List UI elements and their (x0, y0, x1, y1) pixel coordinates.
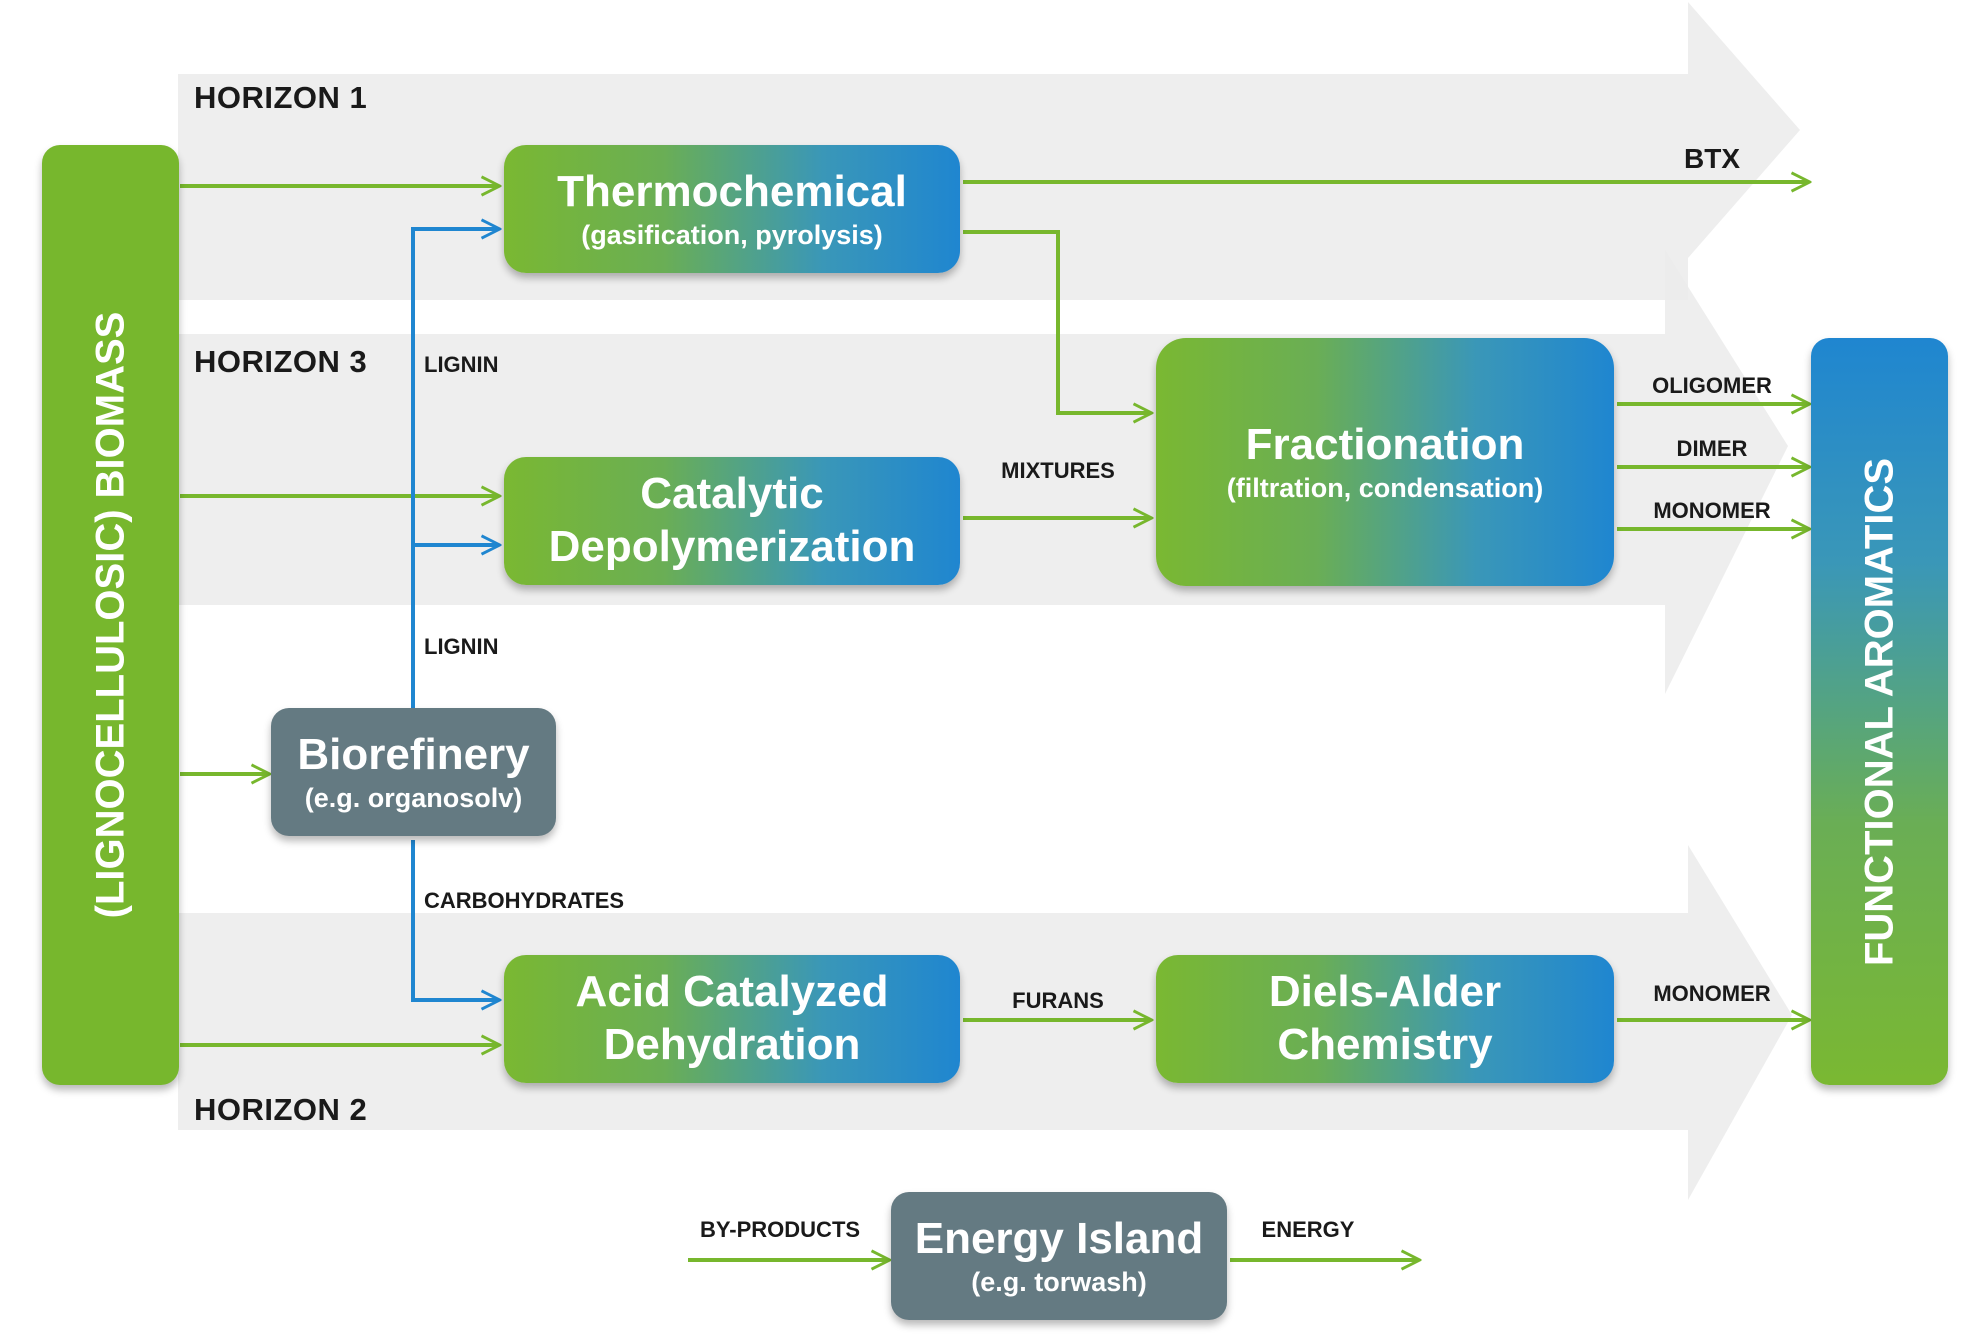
dimer-label: DIMER (1676, 436, 1748, 461)
functional-aromatics-node[interactable]: FUNCTIONAL AROMATICS (1811, 338, 1948, 1085)
blue-arrows (411, 229, 498, 1000)
energy-label: ENERGY (1261, 1217, 1355, 1242)
btx-label: BTX (1684, 143, 1740, 174)
acid-title-line2: Dehydration (603, 1020, 861, 1069)
furans-label: FURANS (1012, 988, 1104, 1013)
green-arrows (180, 182, 1808, 1260)
monomer-upper-label: MONOMER (1653, 498, 1771, 523)
energy-island-subtitle: (e.g. torwash) (971, 1266, 1147, 1297)
oligomer-label: OLIGOMER (1652, 373, 1772, 398)
horizon-2-band (178, 845, 1792, 1200)
biorefinery-title: Biorefinery (297, 729, 530, 779)
thermochemical-subtitle: (gasification, pyrolysis) (581, 219, 883, 250)
thermochemical-node[interactable]: Thermochemical (gasification, pyrolysis) (504, 145, 960, 273)
fractionation-node[interactable]: Fractionation (filtration, condensation) (1156, 338, 1614, 586)
lignin-upper-label: LIGNIN (424, 352, 499, 377)
catalytic-title-line1: Catalytic (640, 469, 824, 519)
arrow-lignin-to-thermochemical (411, 229, 498, 710)
fractionation-subtitle: (filtration, condensation) (1226, 472, 1544, 503)
horizon-1-label: HORIZON 1 (194, 80, 368, 115)
energy-island-node[interactable]: Energy Island (e.g. torwash) (891, 1192, 1227, 1320)
diels-alder-node[interactable]: Diels-Alder Chemistry (1156, 955, 1614, 1083)
biorefinery-subtitle: (e.g. organosolv) (304, 782, 523, 813)
functional-aromatics-title: FUNCTIONAL AROMATICS (1857, 457, 1901, 966)
fractionation-title: Fractionation (1245, 419, 1525, 469)
horizon-2-label: HORIZON 2 (194, 1092, 368, 1127)
horizon-3-label: HORIZON 3 (194, 344, 368, 379)
arrow-thermochemical-to-fractionation (963, 230, 1150, 413)
catalytic-title-line2: Depolymerization (548, 522, 916, 571)
biomass-title: (LIGNOCELLULOSIC) BIOMASS (88, 311, 132, 919)
thermochemical-title: Thermochemical (557, 166, 907, 216)
arrow-carbohydrates-to-acid (411, 840, 498, 1000)
monomer-lower-label: MONOMER (1653, 981, 1771, 1006)
biomass-node[interactable]: (LIGNOCELLULOSIC) BIOMASS (42, 145, 179, 1085)
diels-title-line2: Chemistry (1277, 1020, 1493, 1069)
diels-title-line1: Diels-Alder (1268, 967, 1502, 1017)
biorefinery-node[interactable]: Biorefinery (e.g. organosolv) (271, 708, 556, 836)
acid-title-line1: Acid Catalyzed (575, 967, 889, 1017)
acid-catalyzed-dehydration-node[interactable]: Acid Catalyzed Dehydration (504, 955, 960, 1083)
catalytic-depolymerization-node[interactable]: Catalytic Depolymerization (504, 457, 960, 585)
carbohydrates-label: CARBOHYDRATES (424, 888, 625, 913)
byproducts-label: BY-PRODUCTS (699, 1217, 861, 1242)
lignin-lower-label: LIGNIN (424, 634, 499, 659)
mixtures-label: MIXTURES (1001, 458, 1115, 483)
energy-island-title: Energy Island (914, 1213, 1204, 1263)
